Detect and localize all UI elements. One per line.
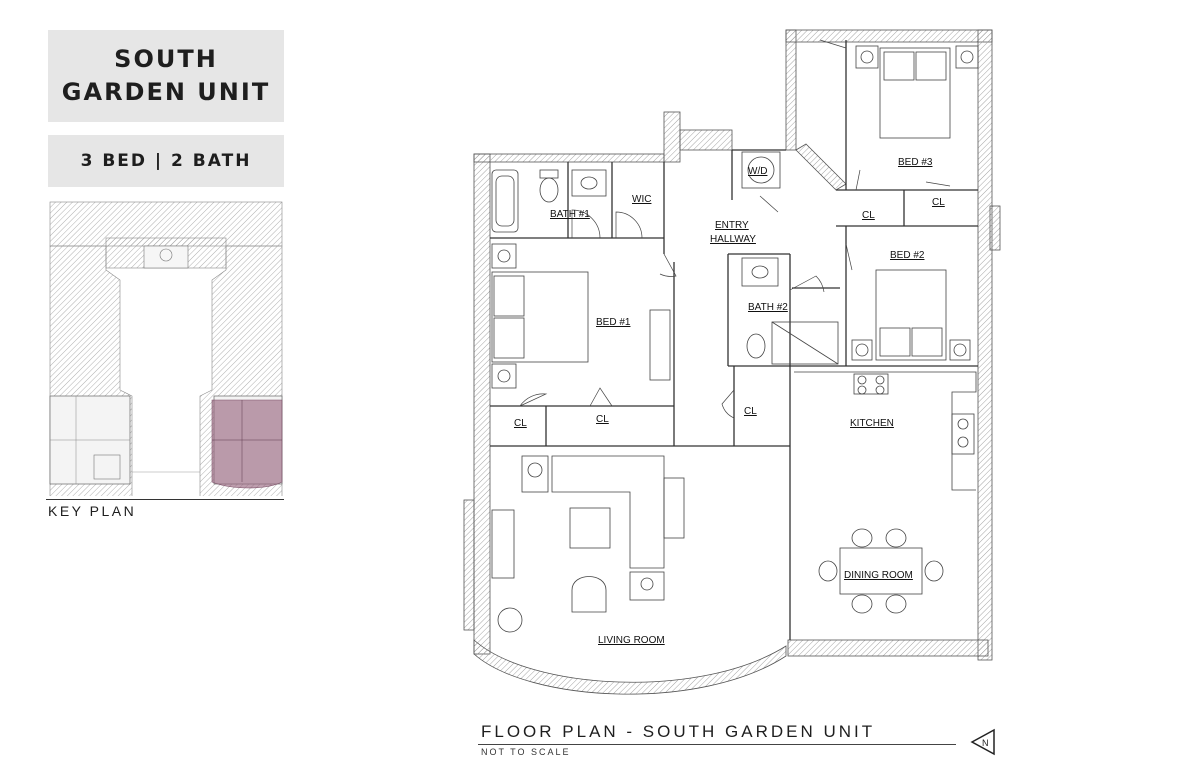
room-label-bed1: BED #1: [596, 317, 631, 328]
unit-summary-box: 3 BED | 2 BATH: [48, 135, 284, 187]
living-furniture: [491, 455, 685, 633]
unit-title: SOUTH GARDEN UNIT: [48, 30, 284, 122]
bed2-furniture: [851, 269, 971, 361]
key-plan-label: KEY PLAN: [48, 503, 137, 519]
room-label-hallway: HALLWAY: [710, 234, 756, 245]
bed3-furniture: [855, 45, 979, 139]
plan-title: FLOOR PLAN - SOUTH GARDEN UNIT: [481, 722, 876, 741]
room-label-bath1: BATH #1: [550, 209, 590, 220]
plan-subtitle: NOT TO SCALE: [481, 747, 571, 757]
room-label-dining: DINING ROOM: [844, 570, 913, 581]
bed1-furniture: [491, 243, 671, 389]
room-label-closet-bed1-b: CL: [596, 414, 609, 425]
room-label-living: LIVING ROOM: [598, 635, 665, 646]
room-label-closet-bed1-a: CL: [514, 418, 527, 429]
key-plan-building: [49, 201, 283, 496]
room-label-entry: ENTRY: [715, 220, 749, 231]
plan-title-rule: [478, 744, 956, 745]
room-label-kitchen: KITCHEN: [850, 418, 894, 429]
key-plan-rule: [46, 499, 284, 500]
svg-text:N: N: [982, 738, 989, 748]
unit-summary: 3 BED | 2 BATH: [80, 151, 252, 171]
interior-walls: [490, 40, 978, 640]
door-swings: [519, 39, 951, 419]
room-labels: BATH #1 WIC W/D BED #3 ENTRY HALLWAY CL …: [514, 157, 945, 646]
washer-dryer-symbol: [741, 151, 781, 189]
unit-title-line2: GARDEN UNIT: [61, 78, 271, 106]
room-label-bath2: BATH #2: [748, 302, 788, 313]
key-plan-drawing: [49, 201, 283, 496]
room-label-wic: WIC: [632, 194, 651, 205]
bath2-fixtures: [741, 257, 839, 365]
north-arrow-icon: N: [970, 728, 995, 756]
room-label-closet-bed3-b: CL: [932, 197, 945, 208]
bath1-fixtures: [491, 169, 607, 233]
floor-plan-drawing: BATH #1 WIC W/D BED #3 ENTRY HALLWAY CL …: [463, 29, 1001, 695]
exterior-walls: [463, 29, 1001, 695]
room-label-closet-hall: CL: [744, 406, 757, 417]
room-label-wd: W/D: [748, 166, 767, 177]
dining-furniture: [818, 528, 944, 614]
room-label-closet-bed3-a: CL: [862, 210, 875, 221]
unit-title-line1: SOUTH: [114, 45, 218, 73]
room-label-bed3: BED #3: [898, 157, 933, 168]
room-label-bed2: BED #2: [890, 250, 925, 261]
kitchen-fixtures: [794, 371, 977, 491]
